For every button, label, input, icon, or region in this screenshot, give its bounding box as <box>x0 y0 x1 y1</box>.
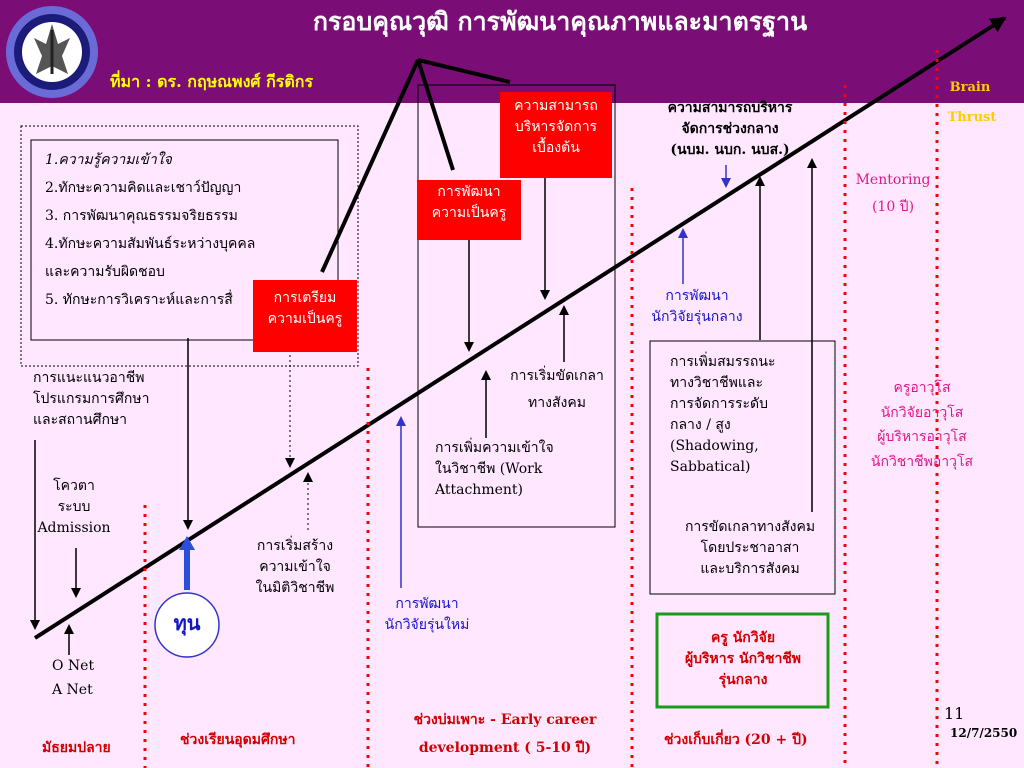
skill-item: 2.ทักษะความคิดและเชาว์ปัญญา <box>45 180 242 196</box>
skill-item: 5. ทักษะการวิเคราะห์และการสื่ <box>45 292 233 308</box>
career-growth-line <box>33 16 1007 640</box>
social-service-label: การขัดเกลาทางสังคม โดยประชาอาสา และบริกา… <box>684 519 816 577</box>
social-start-label: การเริ่มขัดเกลา ทางสังคม <box>510 368 604 411</box>
onet-label: O Net <box>52 658 95 674</box>
brain-label: Brain <box>949 80 991 95</box>
skill-item: 1.ความรู้ความเข้าใจ <box>45 152 172 168</box>
skill-item: 3. การพัฒนาคุณธรรมจริยธรรม <box>45 208 238 224</box>
mentoring-label: Mentoring (10 ปี) <box>855 172 931 215</box>
page-number: 11 <box>944 704 965 723</box>
anet-label: A Net <box>52 682 93 698</box>
new-researcher-label: การพัฒนา นักวิจัยรุ่นใหม่ <box>384 596 470 633</box>
senior-roles-label: ครูอาวุโส นักวิจัยอาวุโส ผู้บริหารอาวุโส… <box>870 380 974 470</box>
source-credit: ที่มา : ดร. กฤษณพงศ์ กีรติกร <box>110 72 314 91</box>
mid-career-label: ครู นักวิจัย ผู้บริหาร นักวิชาชีพ รุ่นกล… <box>684 630 802 688</box>
basic-admin-box: ความสามารถ บริหารจัดการ เบื้องต้น <box>500 92 612 178</box>
stage-higher-education: ช่วงเรียนอุดมศึกษา <box>180 732 296 748</box>
date-label: 12/7/2550 <box>950 726 1018 740</box>
skills-list: 1.ความรู้ความเข้าใจ 2.ทักษะความคิดและเชา… <box>45 146 255 314</box>
competency-label: การเพิ่มสมรรถนะ ทางวิชาชีพและ การจัดการร… <box>670 354 776 475</box>
stage-early-career: ช่วงบ่มเพาะ - Early career development (… <box>413 712 597 756</box>
professional-understanding-label: การเริ่มสร้าง ความเข้าใจ ในมิติวิชาชีพ <box>255 538 335 596</box>
career-guidance-label: การแนะแนวอาชีพ โปรแกรมการศึกษา และสถานศึ… <box>33 370 150 428</box>
skill-item: และความรับผิดชอบ <box>45 264 165 280</box>
header-bar: กรอบคุณวุฒิ การพัฒนาคุณภาพและมาตรฐาน ที่… <box>0 0 1024 103</box>
skill-item: 4.ทักษะความสัมพันธ์ระหว่างบุคคล <box>45 236 256 252</box>
scholarship-label: ทุน <box>173 611 201 635</box>
teacher-development-box: การพัฒนา ความเป็นครู <box>417 180 521 240</box>
thrust-label: Thrust <box>947 110 997 125</box>
university-logo-icon <box>6 6 98 98</box>
mid-admin-label: ความสามารถบริหาร จัดการช่วงกลาง (นบม. นบ… <box>667 100 793 158</box>
page-title: กรอบคุณวุฒิ การพัฒนาคุณภาพและมาตรฐาน <box>312 7 808 36</box>
stage-harvest: ช่วงเก็บเกี่ยว (20 + ปี) <box>664 732 808 748</box>
quota-admission-label: โควตา ระบบ Admission <box>37 478 111 536</box>
mid-researcher-label: การพัฒนา นักวิจัยรุ่นกลาง <box>651 288 743 325</box>
stage-secondary: มัธยมปลาย <box>42 740 111 756</box>
teacher-preparation-box: การเตรียม ความเป็นครู <box>253 280 357 352</box>
work-attachment-label: การเพิ่มความเข้าใจ ในวิชาชีพ (Work Attac… <box>435 440 554 498</box>
